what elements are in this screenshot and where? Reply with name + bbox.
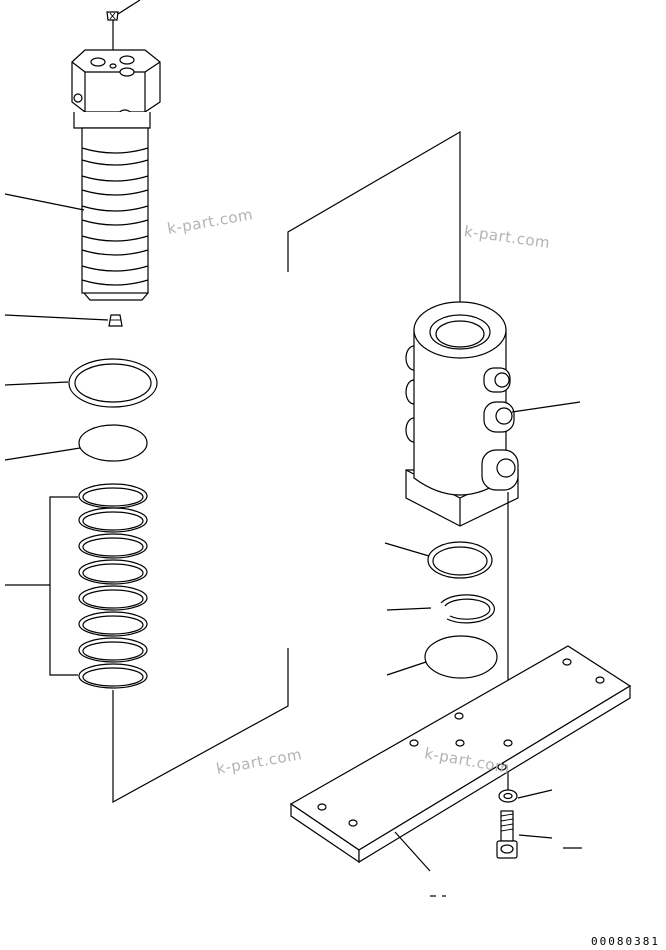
leader-line bbox=[518, 834, 553, 839]
leader-line bbox=[117, 0, 141, 15]
mounting-plate[interactable] bbox=[289, 645, 632, 864]
shim-stack-bracket bbox=[5, 496, 78, 676]
small-plug[interactable] bbox=[108, 314, 123, 327]
washer[interactable] bbox=[498, 789, 518, 803]
snap-ring[interactable] bbox=[440, 594, 495, 624]
valve-cartridge[interactable] bbox=[71, 49, 161, 301]
o-ring-small[interactable] bbox=[424, 635, 498, 679]
leader-line bbox=[394, 831, 431, 872]
leader-line bbox=[4, 193, 85, 211]
socket-head-bolt[interactable] bbox=[496, 810, 518, 859]
leader-line bbox=[511, 401, 581, 413]
leader-line bbox=[384, 542, 430, 557]
drawing-number: 00080381 bbox=[591, 935, 660, 948]
top-plug-screw[interactable] bbox=[106, 11, 119, 55]
valve-housing[interactable] bbox=[405, 301, 519, 527]
retaining-ring-large[interactable] bbox=[427, 541, 493, 579]
assembly-line bbox=[112, 648, 289, 804]
assembly-line bbox=[287, 130, 461, 310]
leader-line bbox=[386, 661, 427, 676]
stray-marks bbox=[430, 847, 582, 897]
leader-line bbox=[4, 381, 69, 386]
shim-stack[interactable] bbox=[78, 483, 148, 689]
backup-ring[interactable] bbox=[68, 358, 158, 408]
o-ring-seal[interactable] bbox=[78, 424, 148, 462]
leader-line bbox=[4, 447, 81, 461]
leader-line bbox=[517, 789, 553, 799]
leader-line bbox=[386, 607, 432, 611]
leader-line bbox=[4, 314, 109, 321]
